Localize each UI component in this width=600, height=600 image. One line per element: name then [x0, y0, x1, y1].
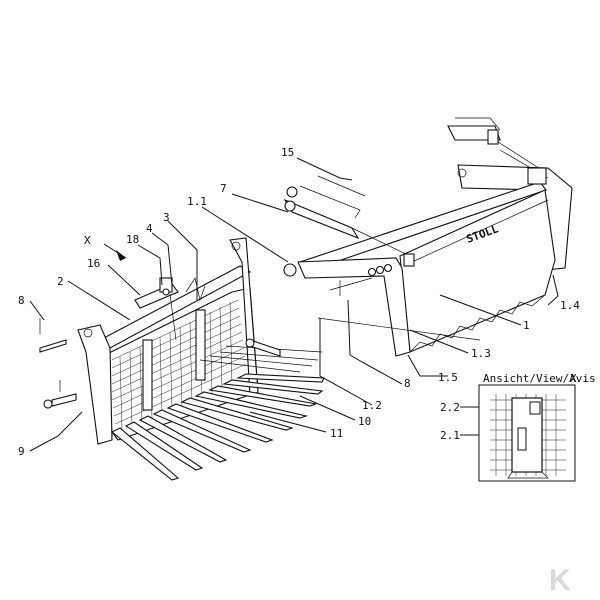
callout-8-left: 8	[18, 294, 25, 307]
callout-labels: 15 7 1.1 3 4 18 X 16 2 8 9 1 1.4 1.3 1.5…	[18, 146, 580, 458]
grab-assembly	[39, 237, 325, 481]
corner-logo-letter: K	[549, 564, 571, 597]
callout-16: 16	[87, 257, 100, 270]
callout-x: X	[84, 234, 91, 247]
callout-3: 3	[163, 211, 170, 224]
mesh-grid	[111, 299, 247, 431]
callout-10: 10	[358, 415, 371, 428]
callout-1-1: 1.1	[187, 195, 207, 208]
callout-2: 2	[57, 275, 64, 288]
callout-18: 18	[126, 233, 139, 246]
callout-1-4: 1.4	[560, 299, 580, 312]
callout-1-3: 1.3	[471, 347, 491, 360]
inset-view-x: Ansicht/View/Avis X	[478, 372, 596, 482]
bucket-body: STOLL	[283, 117, 573, 357]
callout-11: 11	[330, 427, 343, 440]
inset-title: Ansicht/View/Avis	[483, 372, 596, 385]
callout-1-2: 1.2	[362, 399, 382, 412]
callout-7: 7	[220, 182, 227, 195]
callout-2-1: 2.1	[440, 429, 460, 442]
corner-logo: K	[549, 564, 571, 597]
callout-15: 15	[281, 146, 294, 159]
callout-1-5: 1.5	[438, 371, 458, 384]
callout-1: 1	[523, 319, 530, 332]
callout-9: 9	[18, 445, 25, 458]
tines	[110, 345, 325, 481]
inset-view-letter: X	[570, 372, 577, 385]
callout-2-2: 2.2	[440, 401, 460, 414]
callout-4: 4	[146, 222, 153, 235]
callout-8-right: 8	[404, 377, 411, 390]
